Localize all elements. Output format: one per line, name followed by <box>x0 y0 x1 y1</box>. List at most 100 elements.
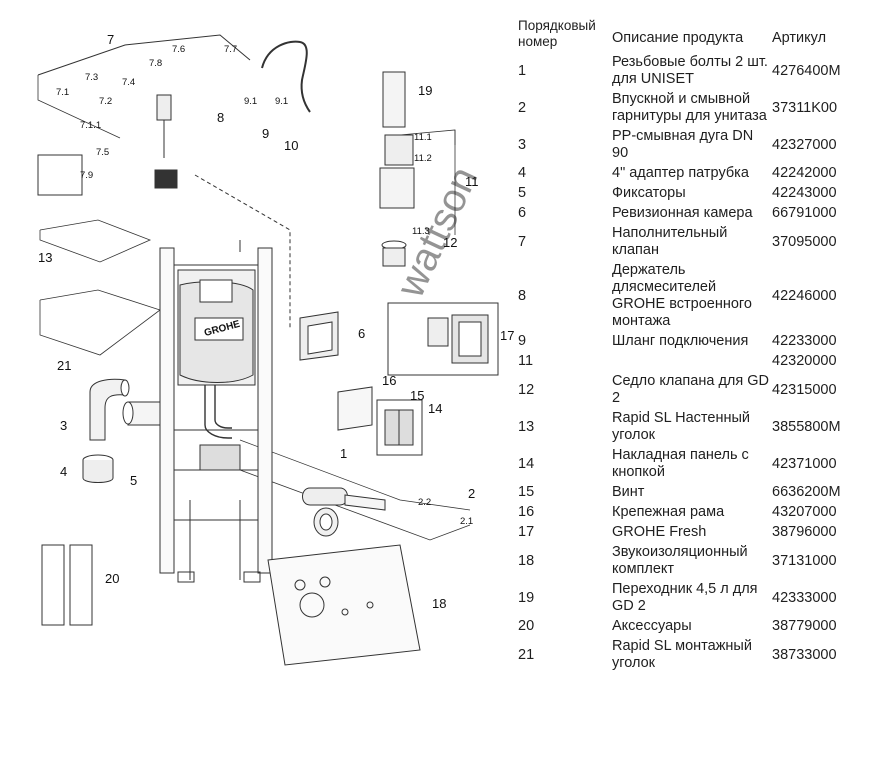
callout-15: 15 <box>410 388 424 403</box>
header-article: Артикул <box>772 30 827 46</box>
row-article: 38779000 <box>772 618 837 634</box>
callout-7-4: 7.4 <box>122 77 135 88</box>
callout-10: 10 <box>284 138 298 153</box>
row-number: 19 <box>518 589 535 606</box>
row-article: 38733000 <box>772 646 837 663</box>
row-description: Впускной и смывной гарнитуры для унитаза <box>612 91 767 124</box>
row-number: 17 <box>518 524 535 540</box>
callout-11-1: 11.1 <box>414 132 432 143</box>
row-article: 42371000 <box>772 455 837 472</box>
row-description: Держатель длясмесителей GROHE встроенног… <box>612 262 752 329</box>
row-number: 21 <box>518 646 535 663</box>
callout-13: 13 <box>38 250 52 265</box>
callout-14: 14 <box>428 401 442 416</box>
table-row: 9 Шланг подключения 42233000 <box>518 333 890 353</box>
callout-11-3: 11.3 <box>412 226 430 237</box>
row-number: 9 <box>518 333 527 349</box>
table-row: 20 Аксессуары 38779000 <box>518 618 890 638</box>
callout-7-9: 7.9 <box>80 170 93 181</box>
table-row: 15 Винт 6636200M <box>518 484 890 504</box>
row-article: 3855800M <box>772 418 841 435</box>
callout-12: 12 <box>443 235 457 250</box>
row-description: Ревизионная камера <box>612 205 753 221</box>
callout-9: 9 <box>262 126 269 141</box>
callout-8: 8 <box>217 110 224 125</box>
row-description: Переходник 4,5 л для GD 2 <box>612 581 758 614</box>
row-article: 42333000 <box>772 589 837 606</box>
row-article: 6636200M <box>772 484 841 500</box>
callout-1: 1 <box>340 446 347 461</box>
callout-2: 2 <box>468 486 475 501</box>
callout-7-6: 7.6 <box>172 44 185 55</box>
callout-21: 21 <box>57 358 71 373</box>
callout-11: 11 <box>465 174 479 189</box>
callout-7-2: 7.2 <box>99 96 112 107</box>
callout-7: 7 <box>107 32 114 47</box>
callout-2-2: 2.2 <box>418 497 431 508</box>
callout-16: 16 <box>382 373 396 388</box>
row-description: Винт <box>612 484 645 500</box>
table-row: 16 Крепежная рама 43207000 <box>518 504 890 524</box>
row-number: 8 <box>518 287 527 304</box>
row-article: 42242000 <box>772 165 837 181</box>
row-number: 1 <box>518 62 527 79</box>
callout-7-8: 7.8 <box>149 58 162 69</box>
row-number: 6 <box>518 205 527 221</box>
row-description: Шланг подключения <box>612 333 749 349</box>
row-number: 5 <box>518 185 527 201</box>
row-description: Rapid SL монтажный уголок <box>612 638 752 671</box>
callout-4: 4 <box>60 464 67 479</box>
callout-7-1-1: 7.1.1 <box>80 120 101 131</box>
table-header-row: Порядковый номер Описание продукта Артик… <box>518 18 890 54</box>
callout-2-1: 2.1 <box>460 516 473 527</box>
row-number: 18 <box>518 552 535 569</box>
table-row: 2 Впускной и смывной гарнитуры для унитаз… <box>518 91 890 128</box>
row-number: 7 <box>518 233 527 250</box>
header-description: Описание продукта <box>612 30 744 46</box>
callout-5: 5 <box>130 473 137 488</box>
callout-11-2: 11.2 <box>414 153 432 164</box>
row-description: Rapid SL Настенный уголок <box>612 410 751 443</box>
table-row: 8 Держатель длясмесителей GROHE встроенно… <box>518 262 890 333</box>
callout-18: 18 <box>432 596 446 611</box>
callout-9-1a: 9.1 <box>244 96 257 107</box>
callout-7-7: 7.7 <box>224 44 237 55</box>
row-description: Аксессуары <box>612 618 692 634</box>
row-article: 43207000 <box>772 504 837 520</box>
row-description <box>612 353 772 373</box>
row-number: 4 <box>518 165 527 181</box>
table-row: 13 Rapid SL Настенный уголок 3855800M <box>518 410 890 447</box>
row-article: 37311K00 <box>772 99 838 116</box>
row-description: 4" адаптер патрубка <box>612 165 749 181</box>
parts-table: Порядковый номер Описание продукта Артик… <box>518 18 890 675</box>
row-number: 2 <box>518 99 527 116</box>
row-description: Крепежная рама <box>612 504 725 520</box>
row-description: Седло клапана для GD 2 <box>612 373 769 406</box>
callout-7-3: 7.3 <box>85 72 98 83</box>
callout-20: 20 <box>105 571 119 586</box>
row-description: Фиксаторы <box>612 185 686 201</box>
row-description: Резьбовые болты 2 шт. для UNISET <box>612 54 768 87</box>
row-description: PP-смывная дуга DN 90 <box>612 128 754 161</box>
row-description: GROHE Fresh <box>612 524 707 540</box>
header-number: Порядковый номер <box>518 18 596 49</box>
row-number: 12 <box>518 381 535 398</box>
row-article: 42246000 <box>772 287 837 304</box>
row-number: 15 <box>518 484 535 500</box>
row-number: 20 <box>518 618 535 634</box>
row-number: 14 <box>518 455 535 472</box>
row-number: 13 <box>518 418 535 435</box>
row-number: 16 <box>518 504 535 520</box>
callout-3: 3 <box>60 418 67 433</box>
row-article: 42233000 <box>772 333 837 349</box>
